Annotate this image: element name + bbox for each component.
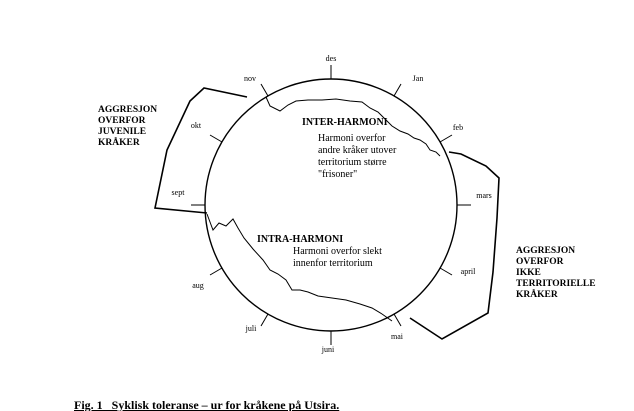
month-label-feb: feb bbox=[453, 123, 463, 132]
inter-harmoni-line-2: andre kråker utover bbox=[318, 145, 397, 156]
tick-jan bbox=[393, 83, 402, 97]
month-label-aug: aug bbox=[192, 281, 204, 290]
month-label-mai: mai bbox=[391, 332, 404, 341]
month-label-juli: juli bbox=[245, 324, 257, 333]
inter-harmoni-line-4: "frisoner" bbox=[318, 169, 357, 180]
inter-harmoni-title: INTER-HARMONI bbox=[302, 117, 388, 128]
tick-nov bbox=[260, 83, 269, 97]
inter-harmoni-line-1: Harmoni overfor bbox=[318, 133, 386, 144]
inter-harmoni-line-3: territorium større bbox=[318, 157, 387, 168]
figure-caption: Fig. 1 Syklisk toleranse – ur for kråken… bbox=[74, 398, 339, 411]
month-label-sept: sept bbox=[172, 188, 186, 197]
aggresjon-juvenile-line-1: AGGRESJON bbox=[98, 105, 157, 115]
month-label-nov: nov bbox=[244, 74, 256, 83]
aggresjon-juvenile-line-2: OVERFOR bbox=[98, 116, 146, 126]
intra-harmoni-title: INTRA-HARMONI bbox=[257, 234, 343, 245]
tick-feb bbox=[439, 134, 453, 143]
tick-juli bbox=[260, 313, 269, 327]
month-ticks bbox=[191, 65, 471, 345]
month-label-mars: mars bbox=[476, 191, 492, 200]
aggresjon-ikke-territorielle-line-2: OVERFOR bbox=[516, 257, 564, 267]
aggresjon-ikke-territorielle-line-1: AGGRESJON bbox=[516, 246, 575, 256]
aggresjon-juvenile-line-4: KRÅKER bbox=[98, 136, 140, 148]
aggresjon-juvenile-line-3: JUVENILE bbox=[98, 127, 146, 137]
month-label-jan: Jan bbox=[413, 74, 424, 83]
aggresjon-ikke-territorielle-line-4: TERRITORIELLE bbox=[516, 279, 596, 289]
month-label-okt: okt bbox=[191, 121, 202, 130]
aggression-non-territorial-bracket bbox=[409, 151, 500, 340]
month-label-des: des bbox=[326, 54, 337, 63]
aggression-juvenile-bracket bbox=[154, 87, 248, 214]
tick-mai bbox=[393, 313, 402, 327]
month-label-april: april bbox=[461, 267, 476, 276]
tick-okt bbox=[209, 134, 223, 143]
aggresjon-ikke-territorielle-line-3: IKKE bbox=[516, 268, 541, 278]
month-label-juni: juni bbox=[321, 345, 335, 354]
intra-harmoni-line-1: Harmoni overfor slekt bbox=[293, 246, 382, 257]
aggresjon-ikke-territorielle-line-5: KRÅKER bbox=[516, 288, 558, 300]
tick-aug bbox=[209, 267, 223, 276]
tick-april bbox=[439, 267, 453, 276]
intra-harmoni-line-2: innenfor territorium bbox=[293, 258, 373, 269]
intra-harmoni-boundary bbox=[206, 213, 393, 322]
inter-harmoni-boundary bbox=[265, 96, 441, 157]
